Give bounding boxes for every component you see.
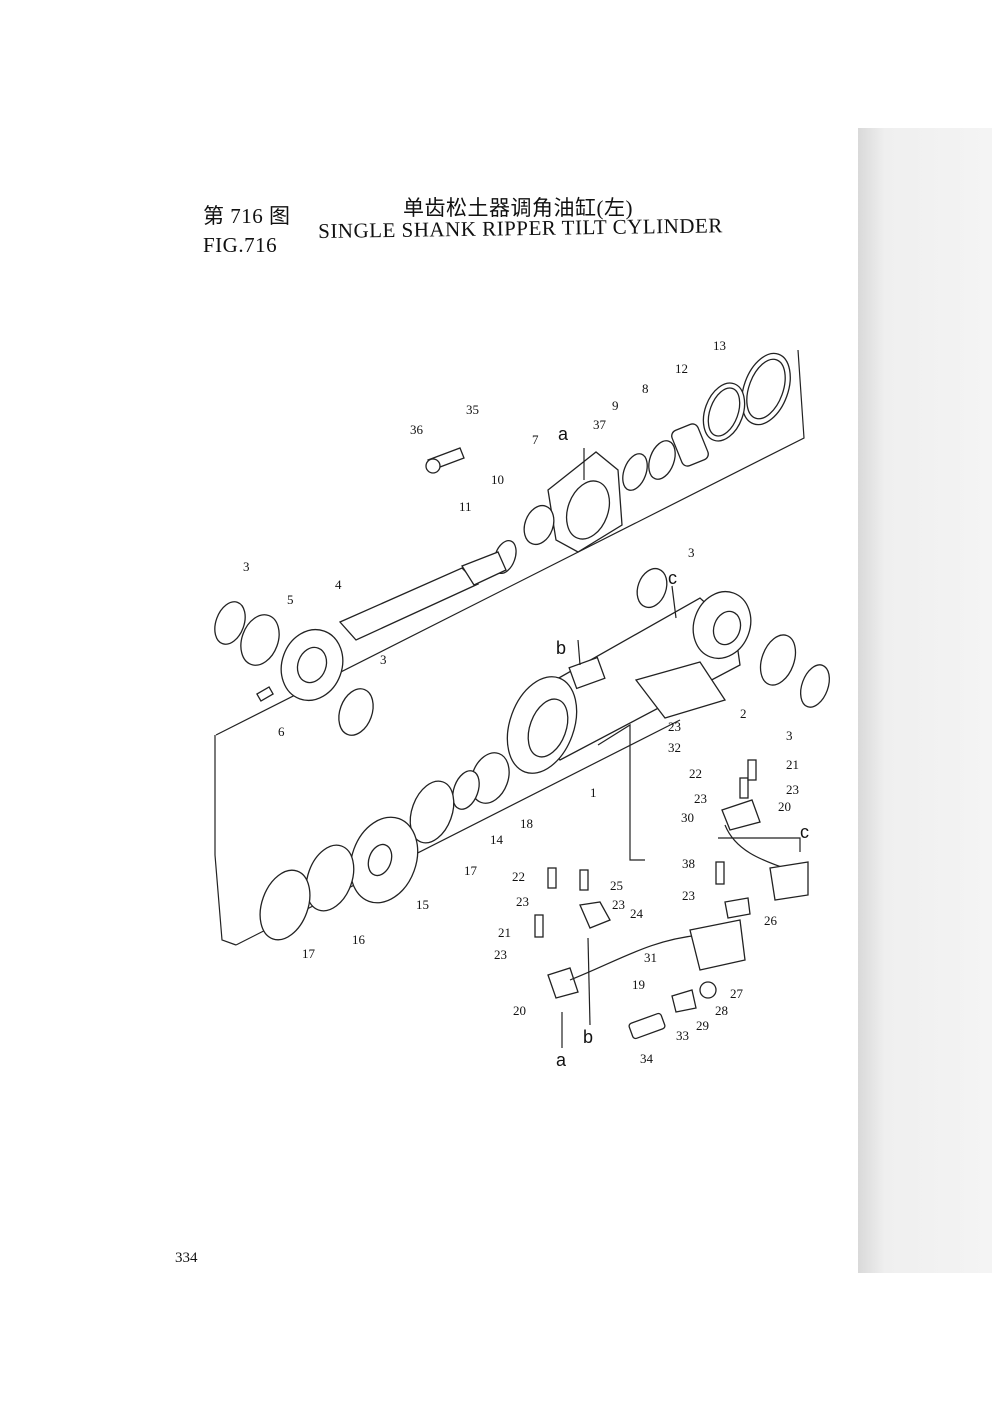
callout-12: 12 [675, 361, 688, 376]
callout-6: 6 [278, 724, 285, 739]
callout-25: 25 [610, 878, 623, 893]
connection-a-top: a [558, 424, 569, 444]
callout-3-left: 3 [243, 559, 250, 574]
callout-23-c: 23 [494, 947, 507, 962]
connection-letters: a a b b c c [556, 424, 809, 1070]
cylinder-tube [506, 567, 830, 774]
callout-16: 16 [352, 932, 366, 947]
callout-22-upper: 22 [689, 766, 702, 781]
callout-30: 30 [681, 810, 694, 825]
rod-assembly [214, 352, 791, 736]
callout-28: 28 [715, 1003, 728, 1018]
callout-3-tube: 3 [688, 545, 695, 560]
callout-20-upper: 20 [778, 799, 791, 814]
connection-b-top: b [556, 638, 566, 658]
callout-26: 26 [764, 913, 778, 928]
connection-c-top: c [668, 568, 677, 588]
connection-arrows [561, 448, 677, 1048]
callout-14: 14 [490, 832, 504, 847]
callout-15: 15 [416, 897, 429, 912]
callout-10: 10 [491, 472, 504, 487]
callout-3-rod: 3 [380, 652, 387, 667]
callout-13: 13 [713, 338, 726, 353]
callout-2: 2 [740, 706, 747, 721]
frame-lines [214, 349, 805, 946]
page-edge-shadow [858, 128, 992, 1273]
callout-11: 11 [459, 499, 472, 514]
callout-23-f: 23 [786, 782, 799, 797]
callout-23-d: 23 [668, 719, 681, 734]
callout-38: 38 [682, 856, 695, 871]
callout-27: 27 [730, 986, 744, 1001]
callout-9: 9 [612, 398, 619, 413]
figure-number-en: FIG.716 [203, 233, 278, 257]
callout-18: 18 [520, 816, 533, 831]
callout-7: 7 [532, 432, 539, 447]
connection-c-right: c [800, 822, 809, 842]
figure-number-cn: 第 716 图 [203, 204, 291, 228]
connection-b-bottom: b [583, 1027, 593, 1047]
callout-35: 35 [466, 402, 479, 417]
piston-assembly [259, 752, 510, 941]
callout-21-lower: 21 [498, 925, 511, 940]
callout-labels: 1 2 3 3 3 3 4 5 6 7 8 9 10 11 12 13 14 1… [243, 338, 799, 1066]
callout-33: 33 [676, 1028, 689, 1043]
callout-32: 32 [668, 740, 681, 755]
callout-17-upper: 17 [464, 863, 478, 878]
callout-3-right: 3 [786, 728, 793, 743]
callout-36: 36 [410, 422, 424, 437]
callout-29: 29 [696, 1018, 709, 1033]
callout-22-lower: 22 [512, 869, 525, 884]
connection-a-bottom: a [556, 1050, 567, 1070]
callout-23-a: 23 [516, 894, 529, 909]
callout-5: 5 [287, 592, 294, 607]
callout-21-upper: 21 [786, 757, 799, 772]
callout-4: 4 [335, 577, 342, 592]
figure-title-cn: 单齿松土器调角油缸(左) [403, 196, 633, 220]
callout-17-lower: 17 [302, 946, 316, 961]
callout-31: 31 [644, 950, 657, 965]
callout-19: 19 [632, 977, 645, 992]
callout-34: 34 [640, 1051, 654, 1066]
page-number: 334 [175, 1250, 198, 1266]
callout-37: 37 [593, 417, 607, 432]
callout-24: 24 [630, 906, 644, 921]
callout-8: 8 [642, 381, 649, 396]
callout-23-e: 23 [694, 791, 707, 806]
piping-assembly [534, 759, 809, 1040]
callout-23-g: 23 [682, 888, 695, 903]
callout-1: 1 [590, 785, 597, 800]
callout-23-b: 23 [612, 897, 625, 912]
callout-20-lower: 20 [513, 1003, 526, 1018]
